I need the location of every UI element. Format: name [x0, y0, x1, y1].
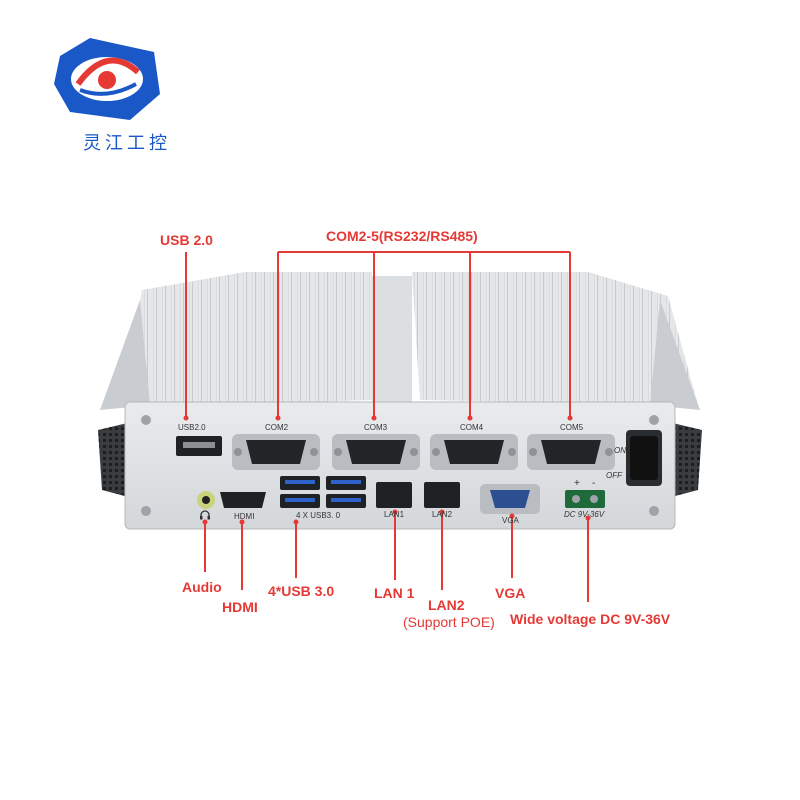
callout-com: COM2-5(RS232/RS485) — [326, 228, 478, 244]
panel-label-dc: DC 9V-36V — [564, 510, 605, 519]
panel-label-plus: + — [574, 478, 580, 489]
callout-usb20: USB 2.0 — [160, 232, 213, 248]
panel-label-com2: COM2 — [265, 423, 289, 432]
panel-label-com5: COM5 — [560, 423, 584, 432]
headphone-icon — [200, 510, 210, 520]
panel-label-usb20: USB2.0 — [178, 423, 206, 432]
panel-label-hdmi: HDMI — [234, 512, 255, 521]
panel-label-lan1: LAN1 — [384, 510, 405, 519]
callout-lan2-title: LAN2 — [428, 597, 465, 613]
callout-power: Wide voltage DC 9V-36V — [510, 611, 671, 627]
callout-vga: VGA — [495, 585, 526, 601]
panel-label-off: OFF — [606, 471, 622, 480]
panel-label-on: ON — [614, 446, 626, 455]
panel-label-com3: COM3 — [364, 423, 388, 432]
brand-logo-icon — [54, 38, 160, 120]
callout-lan2-note: (Support POE) — [403, 614, 495, 630]
callout-usb30: 4*USB 3.0 — [268, 583, 335, 599]
callout-audio: Audio — [182, 579, 222, 595]
callout-lan1: LAN 1 — [374, 585, 415, 601]
panel-label-minus: - — [592, 478, 596, 489]
panel-label-vga: VGA — [502, 516, 519, 525]
callout-hdmi: HDMI — [222, 599, 258, 615]
brand-name: 灵江工控 — [83, 133, 171, 154]
panel-label-lan2: LAN2 — [432, 510, 453, 519]
panel-label-com4: COM4 — [460, 423, 484, 432]
panel-label-usb30: 4 X USB3. 0 — [296, 511, 341, 520]
